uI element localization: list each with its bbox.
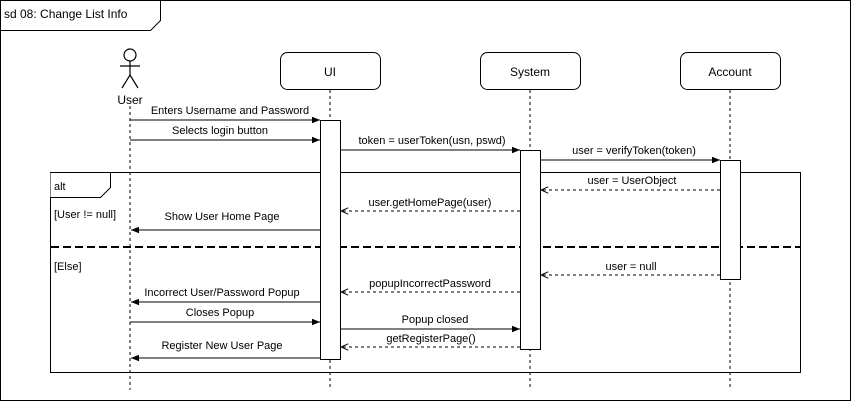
message-label: getRegisterPage()	[386, 333, 475, 345]
alt-operator-tab	[50, 172, 111, 198]
participant-account	[680, 52, 781, 90]
message-label: Incorrect User/Password Popup	[144, 287, 299, 299]
message-label: Register New User Page	[161, 340, 282, 352]
message-label: user = null	[605, 261, 656, 273]
alt-operator-label: alt	[54, 181, 66, 193]
participant-system	[480, 52, 581, 90]
actor-head	[123, 48, 137, 62]
frame-title-tab	[0, 0, 161, 31]
message-label: token = userToken(usn, pswd)	[358, 135, 505, 147]
message-label: Selects login button	[172, 125, 268, 137]
participant-account-label: Account	[708, 65, 752, 79]
message-label: Popup closed	[402, 314, 469, 326]
message-label: popupIncorrectPassword	[369, 278, 491, 290]
message-label: Enters Username and Password	[151, 105, 309, 117]
frame-title: sd 08: Change List Info	[4, 7, 128, 21]
activation-system	[520, 150, 541, 350]
participant-system-label: System	[510, 65, 550, 79]
alt-guard-else: [Else]	[54, 261, 82, 273]
message-label: user.getHomePage(user)	[369, 197, 492, 209]
message-label: Show User Home Page	[165, 211, 280, 223]
participant-ui-label: UI	[324, 65, 336, 79]
actor-user	[120, 48, 140, 89]
message-label: Closes Popup	[186, 307, 255, 319]
alt-guard-user-not-null: [User != null]	[54, 209, 116, 221]
message-label: user = verifyToken(token)	[572, 145, 696, 157]
activation-account	[720, 160, 741, 280]
message-label: user = UserObject	[588, 175, 677, 187]
activation-ui	[320, 120, 341, 360]
alt-fragment	[50, 172, 801, 373]
actor-user-label: User	[117, 93, 142, 107]
participant-ui	[280, 52, 381, 90]
